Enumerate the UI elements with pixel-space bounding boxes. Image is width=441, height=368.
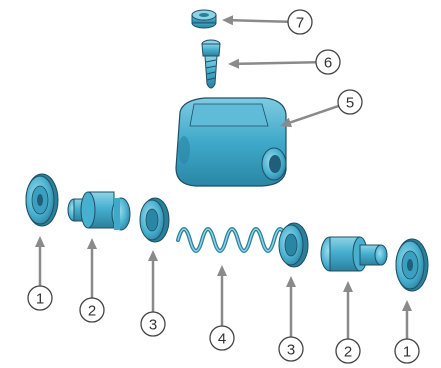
callout-number: 4 [218, 331, 226, 348]
callout-number: 2 [344, 344, 352, 361]
cup-seal-right-part [278, 222, 309, 268]
callout-number: 3 [287, 342, 295, 359]
callout-number: 7 [296, 15, 304, 32]
callout-leader-line [232, 19, 289, 23]
callout-arrowhead [87, 238, 97, 249]
piston-right-part [320, 236, 388, 272]
piston-left-part [67, 191, 131, 231]
callout-number: 1 [36, 291, 44, 308]
callout-arrowhead [402, 300, 412, 311]
callout-arrowhead [35, 236, 45, 247]
callout-cap-right: 1 [394, 300, 420, 364]
callout-circle [394, 338, 420, 364]
callout-cup-left: 3 [140, 250, 166, 337]
callout-arrowhead [217, 265, 227, 276]
callout-circle [335, 338, 361, 364]
callout-arrowhead [222, 15, 234, 26]
callout-arrowhead [343, 281, 353, 292]
callout-number: 6 [324, 55, 332, 72]
callout-leader-line [289, 104, 340, 124]
callout-cap-left: 1 [27, 236, 53, 311]
callout-circle [287, 9, 313, 35]
callout-circle [140, 311, 166, 337]
callout-number: 2 [88, 303, 96, 320]
callout-piston-right: 2 [335, 281, 361, 364]
callout-circle [278, 336, 304, 362]
callout-cup-right: 3 [278, 276, 304, 362]
callout-cylinder-body: 5 [280, 89, 363, 128]
callouts-layer: 1 2 3 4 3 2 1 5 6 7 [27, 9, 420, 364]
callout-number: 3 [149, 317, 157, 334]
callout-circle [315, 49, 341, 75]
callout-arrowhead [148, 250, 158, 261]
callout-spring: 4 [209, 265, 235, 351]
callout-number: 1 [403, 344, 411, 361]
bleeder-screw-part [201, 39, 221, 89]
cup-seal-left-part [139, 197, 170, 243]
callout-bleeder-screw: 6 [228, 49, 341, 75]
cylinder-body-part [175, 97, 287, 187]
callout-circle [27, 285, 53, 311]
callout-bleeder-cap: 7 [222, 9, 313, 35]
dust-boot-right-part [395, 238, 429, 292]
callout-leader-line [238, 60, 317, 66]
callout-number: 5 [346, 95, 354, 112]
callout-circle [79, 297, 105, 323]
callout-piston-left: 2 [79, 238, 105, 323]
callout-circle [209, 325, 235, 351]
bleeder-cap-part [191, 9, 217, 29]
spring-part [176, 227, 288, 253]
dust-boot-left-part [25, 173, 59, 227]
callout-arrowhead [280, 117, 293, 128]
callout-arrowhead [228, 58, 240, 69]
callout-circle [337, 89, 363, 115]
callout-arrowhead [286, 276, 296, 287]
